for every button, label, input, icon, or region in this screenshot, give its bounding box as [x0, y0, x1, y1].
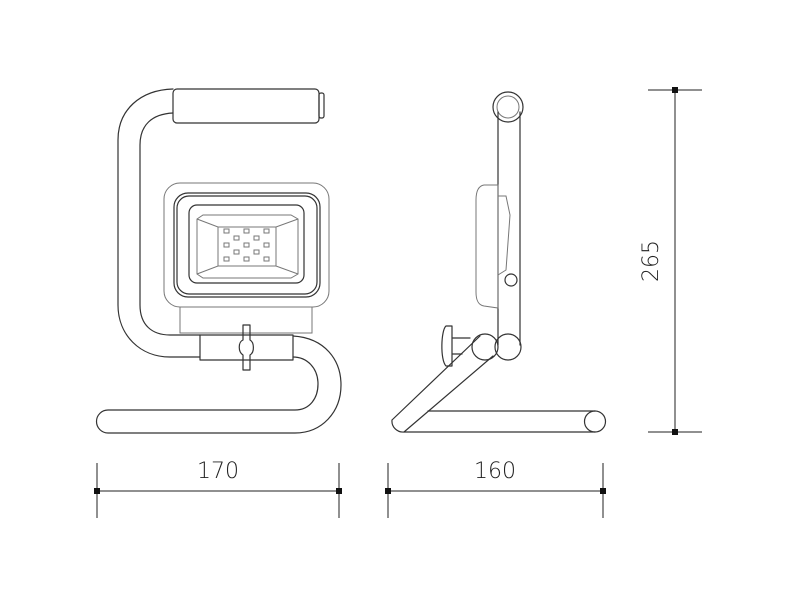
height-label: 265 [639, 240, 664, 282]
handle-end-inner [496, 95, 520, 119]
leg-tube-end [471, 333, 499, 361]
pivot-tube-end [494, 333, 522, 361]
base-leg [403, 410, 596, 433]
lamp-lens-frame [188, 204, 305, 284]
lamp-bezel-inner [176, 195, 318, 295]
pivot-bolt [504, 273, 518, 287]
lower-base-tube [95, 335, 342, 434]
base-tube-end [583, 410, 607, 433]
handle-end-circle [492, 91, 524, 123]
depth-label: 160 [474, 459, 516, 484]
led-array [223, 228, 270, 262]
side-view [391, 91, 607, 433]
mount-bracket [179, 306, 313, 334]
lamp-back-bracket [497, 195, 511, 276]
side-adjust-knob [441, 325, 471, 367]
adjust-knob [238, 324, 254, 371]
tube-clamp [199, 334, 294, 361]
dimension-depth-160: 160 [385, 459, 606, 518]
carry-handle [172, 88, 320, 124]
c-frame-tube [117, 88, 201, 358]
lamp-body-side [475, 184, 499, 309]
width-label: 170 [197, 459, 239, 484]
dimension-width-170: 170 [94, 459, 342, 518]
front-view [95, 88, 342, 434]
diagonal-leg [391, 335, 494, 433]
reflector [196, 214, 299, 279]
dimension-height-265: 265 [639, 87, 702, 435]
handle-end-cap [318, 92, 325, 119]
lamp-bezel [173, 192, 321, 298]
